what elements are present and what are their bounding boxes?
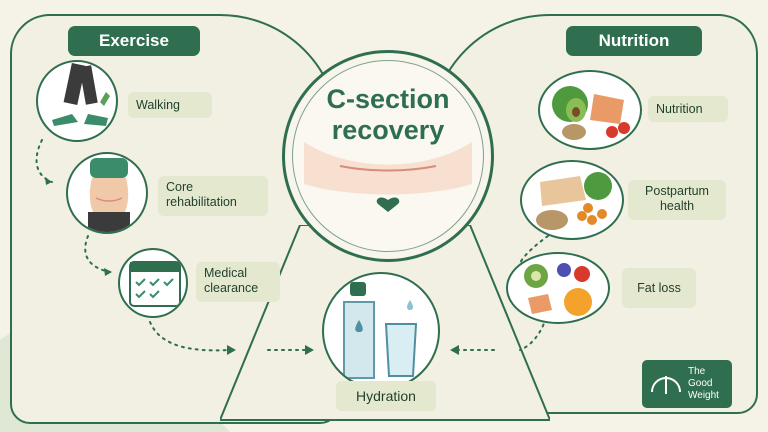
core-rehabilitation-label: Core rehabilitation xyxy=(158,176,268,216)
hydration-label: Hydration xyxy=(336,381,436,411)
fat-loss-plate xyxy=(506,252,610,324)
core-illustration xyxy=(66,152,148,234)
hydration-illustration xyxy=(322,272,440,390)
nutrition-label: Nutrition xyxy=(648,96,728,122)
nutrition-header: Nutrition xyxy=(566,26,702,56)
walking-label: Walking xyxy=(128,92,212,118)
scale-icon xyxy=(651,376,681,394)
medical-clearance-label: Medical clearance xyxy=(196,262,280,302)
postpartum-health-label: Postpartum health xyxy=(628,180,726,220)
walking-illustration xyxy=(36,60,118,142)
exercise-header: Exercise xyxy=(68,26,200,56)
logo-text: The Good Weight xyxy=(688,366,719,401)
brand-logo: The Good Weight xyxy=(642,360,732,408)
postpartum-plate xyxy=(520,160,624,240)
calendar-illustration xyxy=(118,248,188,318)
nutrition-plate xyxy=(538,70,642,150)
page-title: C-section recovery xyxy=(326,84,450,145)
incision-illustration xyxy=(304,142,472,212)
fat-loss-label: Fat loss xyxy=(622,268,696,308)
